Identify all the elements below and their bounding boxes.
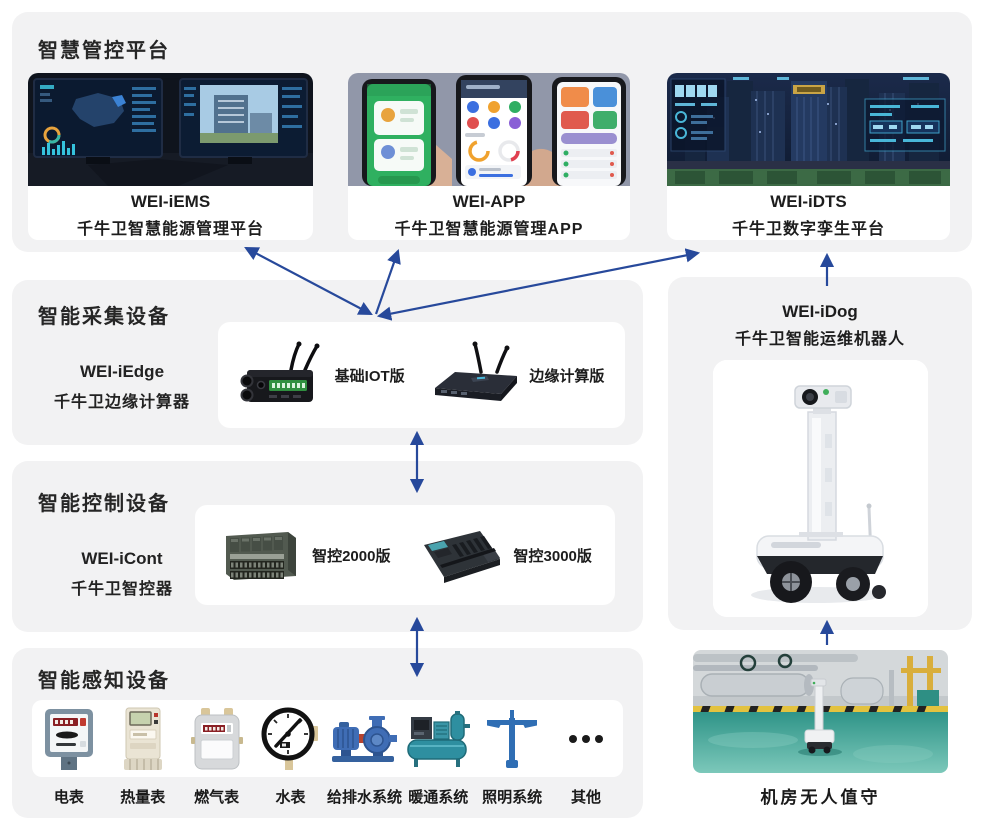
machine-room-photo <box>693 650 948 773</box>
sense-item-pump: 给排水系统 <box>326 700 402 807</box>
sense-item-other: 其他 <box>549 700 623 807</box>
plc-3000-device-image <box>423 531 500 583</box>
platforms-title: 智慧管控平台 <box>38 40 170 62</box>
sense-item-lighting: 照明系统 <box>475 700 549 807</box>
sense-label: 照明系统 <box>482 789 543 806</box>
variant-label: 智控3000版 <box>513 547 592 565</box>
panel-collection: 智能采集设备 WEI-iEdge 千牛卫边缘计算器 <box>12 280 643 445</box>
edge-router-device-image <box>435 341 518 401</box>
card-wei-idts: WEI-iDTS 千牛卫数字孪生平台 <box>667 73 950 240</box>
control-room-dashboards-image <box>28 73 313 186</box>
variant-2000: 智控2000版 <box>218 524 390 586</box>
product-name: WEI-iCont <box>81 549 163 568</box>
inspection-robot-image <box>713 360 928 617</box>
variant-iot: 基础IOT版 <box>239 340 405 410</box>
card-wei-app: WEI-APP 千牛卫智慧能源管理APP <box>348 73 630 240</box>
sense-label: 水表 <box>275 789 306 806</box>
panel-sensing: 智能感知设备 <box>12 648 643 818</box>
variant-3000: 智控3000版 <box>414 525 592 585</box>
product-desc: 千牛卫边缘计算器 <box>53 394 190 411</box>
electricity-meter-icon <box>44 708 93 770</box>
panel-platforms: 智慧管控平台 <box>12 12 972 252</box>
sense-item-water: 水表 <box>254 700 328 807</box>
collection-devices-card: 基础IOT版 边缘计算版 <box>218 322 625 428</box>
variant-label: 边缘计算版 <box>529 367 605 385</box>
sense-item-hvac: 暖通系统 <box>401 700 475 807</box>
collection-product: WEI-iEdge 千牛卫边缘计算器 <box>26 362 218 412</box>
water-gauge-icon <box>261 707 318 770</box>
gas-meter-icon <box>190 707 243 769</box>
machine-room-label: 机房无人值守 <box>760 788 881 807</box>
water-pump-icon <box>332 715 398 762</box>
card-desc: 千牛卫数字孪生平台 <box>731 221 885 238</box>
mobile-app-phones-image <box>348 73 630 186</box>
sensing-title: 智能感知设备 <box>38 670 170 692</box>
card-name: WEI-iDTS <box>770 192 847 211</box>
sensing-items-row: 电表 热量表 <box>32 700 623 807</box>
sense-item-electricity: 电表 <box>32 700 106 807</box>
robot-desc: 千牛卫智能运维机器人 <box>734 331 905 348</box>
product-name: WEI-iEdge <box>79 362 165 381</box>
sense-label: 给排水系统 <box>326 789 402 806</box>
card-name: WEI-iEMS <box>130 192 211 211</box>
control-product: WEI-iCont 千牛卫智控器 <box>26 549 218 599</box>
street-lamp-icon <box>487 709 538 768</box>
hvac-chiller-icon <box>407 710 471 767</box>
card-wei-iems: WEI-iEMS 千牛卫智慧能源管理平台 <box>28 73 313 240</box>
heat-meter-icon <box>123 707 162 770</box>
card-desc: 千牛卫智慧能源管理APP <box>394 221 584 238</box>
sense-label: 燃气表 <box>194 789 240 806</box>
iot-gateway-device-image <box>240 341 320 402</box>
collection-title: 智能采集设备 <box>38 306 170 328</box>
control-devices-card: 智控2000版 <box>195 505 615 605</box>
variant-edge: 边缘计算版 <box>425 340 604 410</box>
machine-room-image <box>693 650 948 773</box>
plc-2000-device-image <box>226 532 297 580</box>
robot-card <box>713 360 928 617</box>
variant-label: 智控2000版 <box>312 547 391 565</box>
sense-item-gas: 燃气表 <box>180 700 254 807</box>
card-name: WEI-APP <box>452 192 526 211</box>
control-title: 智能控制设备 <box>38 493 170 515</box>
panel-robot: WEI-iDog 千牛卫智能运维机器人 <box>668 277 972 630</box>
sense-label: 电表 <box>53 789 84 806</box>
robot-name: WEI-iDog <box>782 302 858 321</box>
card-desc: 千牛卫智慧能源管理平台 <box>76 221 264 238</box>
variant-label: 基础IOT版 <box>334 367 405 385</box>
digital-twin-city-image <box>667 73 950 186</box>
sense-label: 暖通系统 <box>408 789 469 806</box>
sense-item-heat: 热量表 <box>106 700 180 807</box>
product-desc: 千牛卫智控器 <box>70 581 173 598</box>
panel-control: 智能控制设备 WEI-iCont 千牛卫智控器 智控 <box>12 461 643 632</box>
sense-label: 热量表 <box>120 789 166 806</box>
ellipsis-icon <box>569 734 604 743</box>
sense-label: 其他 <box>571 789 602 806</box>
